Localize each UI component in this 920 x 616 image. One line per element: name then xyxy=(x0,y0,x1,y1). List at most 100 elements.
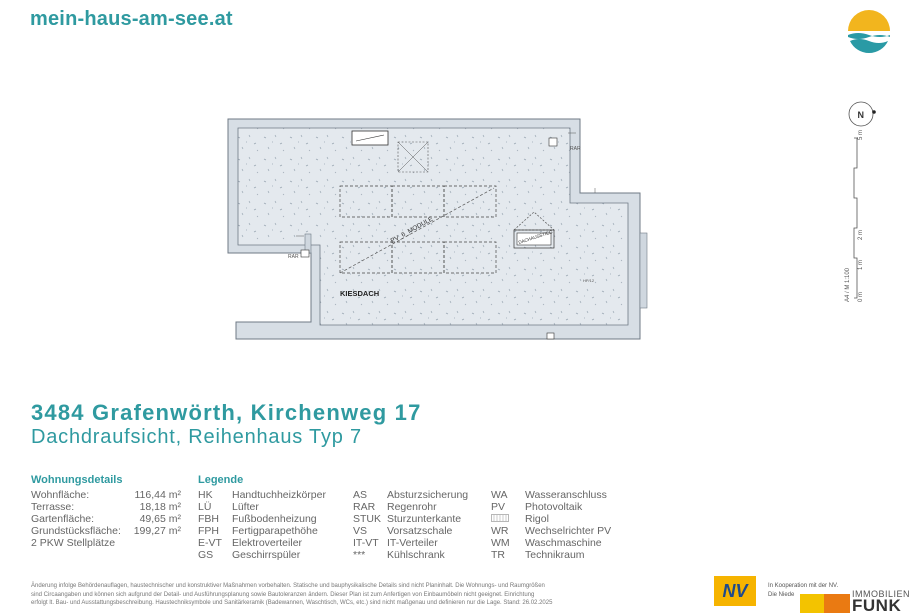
funk-logo-subtitle: IMMOBILIEN xyxy=(852,589,911,599)
property-address: 3484 Grafenwörth, Kirchenweg 17 xyxy=(31,400,422,425)
legend-text: Fertigparapethöhe xyxy=(232,525,318,537)
legend-text: Elektroverteiler xyxy=(232,537,303,549)
disclaimer-line: erfolgt lt. Bau- und Ausstattungsbeschre… xyxy=(31,600,553,606)
funk-logo-blocks xyxy=(800,594,920,613)
legend-abbr: LÜ xyxy=(198,501,212,513)
gravel-roof-label: KIESDACH xyxy=(340,289,379,298)
legend-text: Sturzunterkante xyxy=(387,513,462,525)
detail-label: Grundstücksfläche: xyxy=(31,525,121,537)
funk-orange-block xyxy=(824,594,850,613)
legend-item: RAR Regenrohr xyxy=(353,501,468,513)
legend-item: STUK Sturzunterkante xyxy=(353,513,468,525)
detail-value: 49,65 m² xyxy=(139,513,181,525)
legend-abbr: E-VT xyxy=(198,537,222,549)
detail-label: Terrasse: xyxy=(31,501,75,513)
legend-abbr: WR xyxy=(491,525,509,537)
gravel-roof-area xyxy=(237,127,629,326)
legend-item: WM Waschmaschine xyxy=(491,537,611,549)
legend-abbr: *** xyxy=(353,549,366,561)
detail-value: 199,27 m² xyxy=(133,525,181,537)
lake-logo-icon xyxy=(848,10,890,54)
disclaimer-line: sind Circaangaben und können sich aufgru… xyxy=(31,591,535,598)
legend-abbr: IT-VT xyxy=(353,537,379,549)
detail-label: 2 PKW Stellplätze xyxy=(31,537,116,549)
legend-text: Vorsatzschale xyxy=(387,525,453,537)
detail-row: Terrasse: 18,18 m² xyxy=(31,501,181,513)
funk-logo[interactable]: FUNK xyxy=(852,596,902,615)
legend-abbr: FPH xyxy=(198,525,219,537)
legend-text: Fußbodenheizung xyxy=(232,513,317,525)
disclaimer: Änderung infolge Behördenauflagen, haust… xyxy=(31,582,601,608)
rar-label-top: RAR xyxy=(570,146,581,152)
apartment-details-heading: Wohnungsdetails xyxy=(31,474,123,486)
legend-item: IT-VT IT-Verteiler xyxy=(353,537,468,549)
legend-item: FBH Fußbodenheizung xyxy=(198,513,326,525)
cooperation-note: In Kooperation mit der NV. Die Niede xyxy=(768,582,908,599)
disclaimer-line: Änderung infolge Behördenauflagen, haust… xyxy=(31,583,545,589)
legend-text: Wechselrichter PV xyxy=(525,525,612,537)
legend-text: Rigol xyxy=(525,513,549,525)
legend-text: IT-Verteiler xyxy=(387,537,438,549)
detail-value: 18,18 m² xyxy=(139,501,181,513)
funk-yellow-block xyxy=(800,594,824,613)
detail-value: 116,44 m² xyxy=(134,489,182,501)
legend-text: Kühlschrank xyxy=(387,549,445,561)
pv-modules xyxy=(339,185,497,274)
detail-label: Wohnfläche: xyxy=(31,489,90,501)
rigol-hatch-icon xyxy=(491,513,525,525)
legend-text: Waschmaschine xyxy=(525,537,602,549)
roof-plan: PV_6_MODULE DACHAUSSTIEG KIESDACH RAR RA… xyxy=(227,101,876,340)
legend-text: Photovoltaik xyxy=(525,501,583,513)
legend-item: *** Kühlschrank xyxy=(353,549,468,561)
legend-item: VS Vorsatzschale xyxy=(353,525,468,537)
legend-text: Absturzsicherung xyxy=(387,489,469,501)
scale-5m: 5 m xyxy=(858,130,864,140)
legend-item: AS Absturzsicherung xyxy=(353,489,468,501)
legend-abbr: WA xyxy=(491,489,508,501)
legend-column-2: AS Absturzsicherung RAR Regenrohr STUK Stur… xyxy=(353,489,468,561)
scale-0m: 0 m xyxy=(858,292,864,302)
scale-ratio: A4 / M 1:100 xyxy=(845,267,851,302)
legend-text: Lüfter xyxy=(232,501,259,513)
legend-text: Handtuchheizkörper xyxy=(232,489,326,501)
legend-item: FPH Fertigparapethöhe xyxy=(198,525,326,537)
legend-abbr: RAR xyxy=(353,501,376,513)
legend-text: Regenrohr xyxy=(387,501,437,513)
cooperation-line: In Kooperation mit der NV. xyxy=(768,583,839,589)
legend-abbr: AS xyxy=(353,489,368,501)
cooperation-line: Die Niede xyxy=(768,591,795,598)
legend-text: Geschirrspüler xyxy=(232,549,301,561)
detail-label: Gartenfläche: xyxy=(31,513,95,525)
rar-label-left: RAR xyxy=(288,254,299,260)
north-label: N xyxy=(858,110,865,120)
plan-subtitle: Dachdraufsicht, Reihenhaus Typ 7 xyxy=(31,426,362,448)
legend-item: WR Wechselrichter PV xyxy=(491,525,611,537)
legend-abbr: GS xyxy=(198,549,214,561)
legend-item: Rigol xyxy=(491,513,611,525)
north-arrow: N xyxy=(848,101,876,127)
legend-item: LÜ Lüfter xyxy=(198,501,326,513)
legend-abbr: PV xyxy=(491,501,506,513)
legend-heading: Legende xyxy=(198,474,244,486)
legend-abbr: VS xyxy=(353,525,368,537)
legend-abbr: WM xyxy=(491,537,510,549)
apartment-details: Wohnfläche: 116,44 m² Terrasse: 18,18 m² G… xyxy=(31,489,181,549)
nv-logo[interactable]: NV xyxy=(714,576,756,606)
legend-item: E-VT Elektroverteiler xyxy=(198,537,326,549)
legend-item: PV Photovoltaik xyxy=(491,501,611,513)
detail-row: 2 PKW Stellplätze xyxy=(31,537,181,549)
site-logo[interactable]: mein-haus-am-see.at xyxy=(30,8,233,30)
hp-label: HP/12 xyxy=(583,278,595,283)
scale-2m: 2 m xyxy=(858,230,864,240)
legend-abbr: FBH xyxy=(198,513,219,525)
legend-item: HK Handtuchheizkörper xyxy=(198,489,326,501)
legend-column-1: HK Handtuchheizkörper LÜ Lüfter FBH Fußbode… xyxy=(198,489,326,561)
legend-text: Technikraum xyxy=(525,549,585,561)
legend-abbr: STUK xyxy=(353,513,382,525)
detail-row: Wohnfläche: 116,44 m² xyxy=(31,489,181,501)
legend-item: GS Geschirrspüler xyxy=(198,549,326,561)
legend-abbr: HK xyxy=(198,489,213,501)
